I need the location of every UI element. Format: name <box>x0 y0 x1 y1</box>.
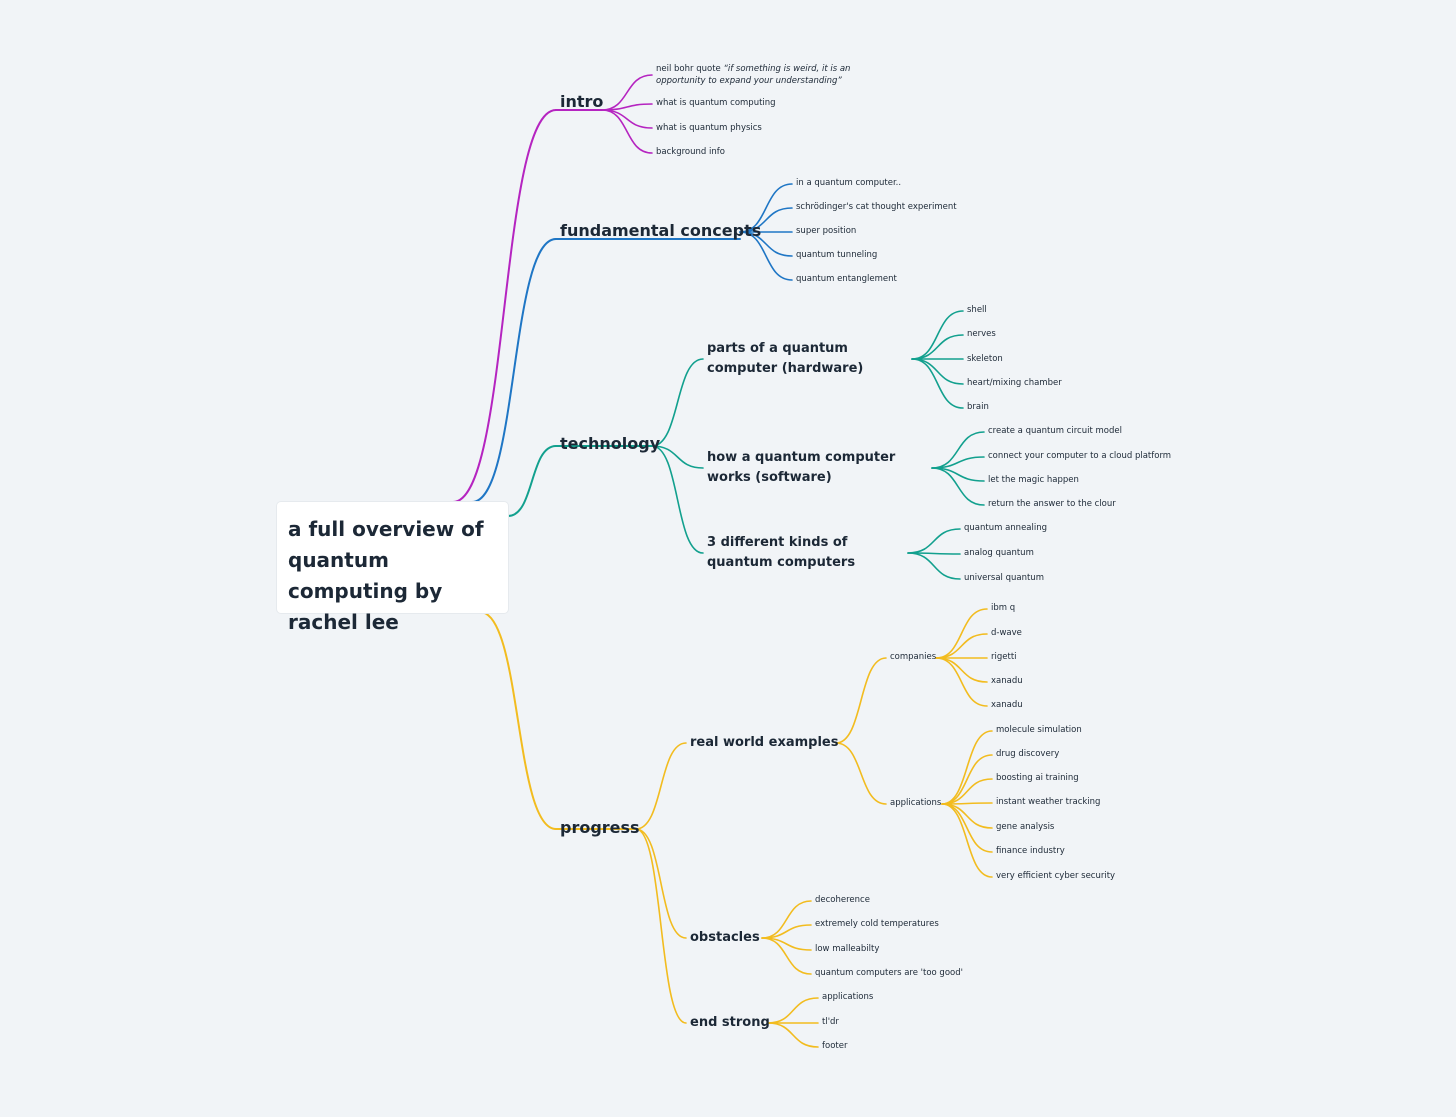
topic-fundamental-concepts[interactable]: fundamental concepts <box>560 221 762 240</box>
subtopic-intro[interactable]: what is quantum computing <box>656 98 776 108</box>
central-topic-title: a full overview of quantum computing by … <box>288 517 484 634</box>
leaf-end-strong[interactable]: tl'dr <box>822 1017 839 1027</box>
leaf-application[interactable]: finance industry <box>996 846 1065 856</box>
subtopic-fundamental[interactable]: quantum entanglement <box>796 274 897 284</box>
leaf-company[interactable]: xanadu <box>991 700 1023 710</box>
connector-application-leaf <box>941 803 993 829</box>
leaf-hardware[interactable]: shell <box>967 305 987 315</box>
connector-real-world-group <box>835 742 887 805</box>
leaf-application[interactable]: drug discovery <box>996 749 1060 759</box>
connector-kinds-leaf <box>907 552 961 580</box>
connector-hardware-leaf <box>911 358 964 409</box>
leaf-application[interactable]: very efficient cyber security <box>996 871 1116 881</box>
leaf-end-strong[interactable]: applications <box>822 992 874 1002</box>
subtopic-fundamental[interactable]: in a quantum computer.. <box>796 178 902 188</box>
leaf-obstacle[interactable]: decoherence <box>815 895 870 905</box>
topic-intro[interactable]: intro <box>560 92 604 111</box>
leaf-company[interactable]: d-wave <box>991 628 1022 638</box>
leaf-kinds[interactable]: quantum annealing <box>964 523 1048 533</box>
connector-kinds-leaf <box>907 528 961 554</box>
leaf-application[interactable]: molecule simulation <box>996 725 1082 735</box>
connector-company-leaf <box>935 608 988 659</box>
leaf-hardware[interactable]: nerves <box>967 329 996 339</box>
connector-real-world-group <box>835 657 887 744</box>
leaf-application[interactable]: gene analysis <box>996 822 1055 832</box>
subtopic-software[interactable]: how a quantum computer works (software) <box>707 450 896 485</box>
connector-intro-leaf <box>601 109 653 129</box>
connector-intro <box>452 109 557 503</box>
connector-technology-sub <box>651 358 704 447</box>
leaf-company[interactable]: rigetti <box>991 652 1017 662</box>
connector-hardware-leaf <box>911 334 964 360</box>
leaf-software[interactable]: return the answer to the clour <box>988 499 1116 509</box>
group-companies[interactable]: companies <box>890 652 937 662</box>
connector-technology <box>507 445 557 517</box>
connector-technology-sub <box>651 445 704 469</box>
leaf-application[interactable]: boosting ai training <box>996 773 1079 783</box>
subtopic-hardware[interactable]: parts of a quantum computer (hardware) <box>707 341 864 376</box>
subtopic-fundamental[interactable]: super position <box>796 226 857 236</box>
central-topic[interactable]: a full overview of quantum computing by … <box>277 502 508 634</box>
connector-progress-sub <box>635 828 687 939</box>
topic-technology[interactable]: technology <box>560 434 661 453</box>
subtopic-kinds[interactable]: 3 different kinds of quantum computers <box>707 535 856 570</box>
subtopic-fundamental[interactable]: schrödinger's cat thought experiment <box>796 202 957 212</box>
connector-application-leaf <box>941 730 993 805</box>
connector-progress-sub <box>635 742 687 830</box>
leaf-application[interactable]: instant weather tracking <box>996 797 1101 807</box>
connector-fundamental-leaf <box>739 231 793 281</box>
leaf-software[interactable]: create a quantum circuit model <box>988 426 1122 436</box>
leaf-end-strong[interactable]: footer <box>822 1041 848 1051</box>
connector-company-leaf <box>935 657 988 683</box>
connector-application-leaf <box>941 754 993 805</box>
leaf-obstacle[interactable]: low malleabilty <box>815 944 880 954</box>
connector-hardware-leaf <box>911 310 964 360</box>
leaf-company[interactable]: xanadu <box>991 676 1023 686</box>
intro-quote-prefix: neil bohr quote <box>656 64 724 74</box>
leaf-kinds[interactable]: universal quantum <box>964 573 1044 583</box>
connector-obstacle-leaf <box>761 900 812 939</box>
leaf-hardware[interactable]: skeleton <box>967 354 1003 364</box>
connector-intro-leaf <box>601 103 653 111</box>
connector-company-leaf <box>935 657 988 707</box>
leaf-obstacle[interactable]: quantum computers are 'too good' <box>815 968 963 978</box>
topic-progress[interactable]: progress <box>560 818 640 837</box>
leaf-kinds[interactable]: analog quantum <box>964 548 1034 558</box>
connector-hardware-leaf <box>911 358 964 385</box>
subtopic-intro[interactable]: background info <box>656 147 725 157</box>
connector-end-strong-leaf <box>767 1022 819 1048</box>
leaf-obstacle[interactable]: extremely cold temperatures <box>815 919 939 929</box>
subtopic-intro-quote[interactable]: neil bohr quote “if something is weird, … <box>656 63 896 87</box>
connector-progress <box>479 611 557 830</box>
connector-obstacle-leaf <box>761 937 812 975</box>
leaf-hardware[interactable]: heart/mixing chamber <box>967 378 1062 388</box>
connector-progress-sub <box>635 828 687 1024</box>
subtopic-real-world-examples[interactable]: real world examples <box>690 735 839 750</box>
leaf-company[interactable]: ibm q <box>991 603 1016 613</box>
subtopic-fundamental[interactable]: quantum tunneling <box>796 250 878 260</box>
subtopic-obstacles[interactable]: obstacles <box>690 930 760 945</box>
connector-application-leaf <box>941 803 993 878</box>
leaf-software[interactable]: connect your computer to a cloud platfor… <box>988 451 1172 461</box>
connector-application-leaf <box>941 778 993 805</box>
connector-company-leaf <box>935 633 988 659</box>
intro-quote-text: “if something is weird, it is an opportu… <box>656 64 851 86</box>
connector-fundamental <box>471 238 557 503</box>
leaf-hardware[interactable]: brain <box>967 402 989 412</box>
subtopic-intro[interactable]: what is quantum physics <box>656 123 762 133</box>
connector-software-leaf <box>931 467 985 506</box>
group-applications[interactable]: applications <box>890 798 942 808</box>
connector-fundamental-leaf <box>739 183 793 233</box>
connector-end-strong-leaf <box>767 997 819 1024</box>
leaf-software[interactable]: let the magic happen <box>988 475 1079 485</box>
connector-technology-sub <box>651 445 704 554</box>
subtopic-end-strong[interactable]: end strong <box>690 1015 770 1030</box>
connector-intro-leaf <box>601 109 653 154</box>
